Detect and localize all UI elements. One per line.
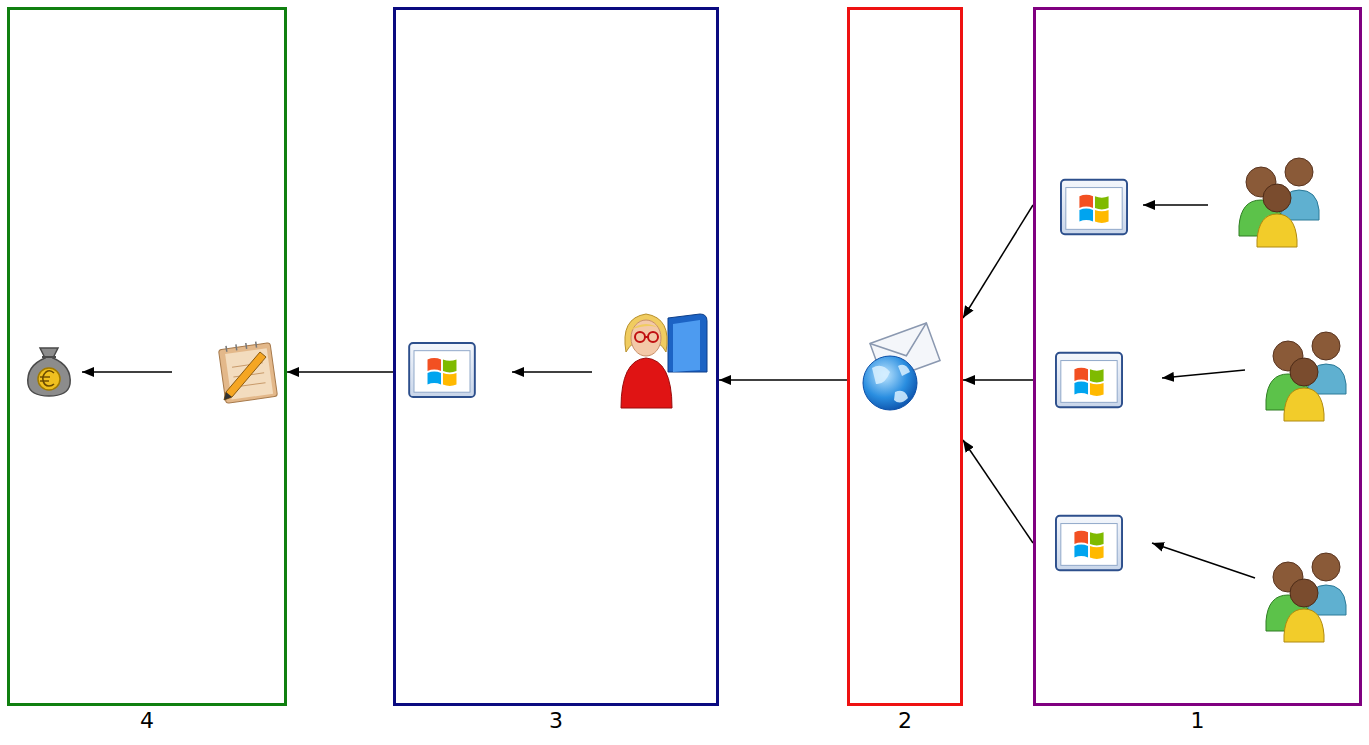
stage-number: 3 [396, 709, 716, 733]
ledger-notepad [218, 340, 277, 404]
money-bag [28, 348, 70, 396]
stage-number: 2 [850, 709, 960, 733]
flow-arrow [963, 205, 1033, 318]
flow-arrow [719, 379, 847, 381]
email-globe [863, 323, 940, 410]
application-window [409, 180, 1127, 570]
user-group [1239, 158, 1346, 642]
stage-band: 1 [1033, 7, 1362, 706]
flow-arrow [287, 371, 393, 373]
flow-arrow [963, 379, 1033, 381]
stage-number: 1 [1036, 709, 1359, 733]
stage-band: 4 [7, 7, 287, 706]
clerk-with-folder [621, 314, 707, 408]
flow-arrow [963, 440, 1033, 543]
stage-band: 3 [393, 7, 719, 706]
stage-band: 2 [847, 7, 963, 706]
stage-number: 4 [10, 709, 284, 733]
internal-arrow [82, 205, 1255, 578]
